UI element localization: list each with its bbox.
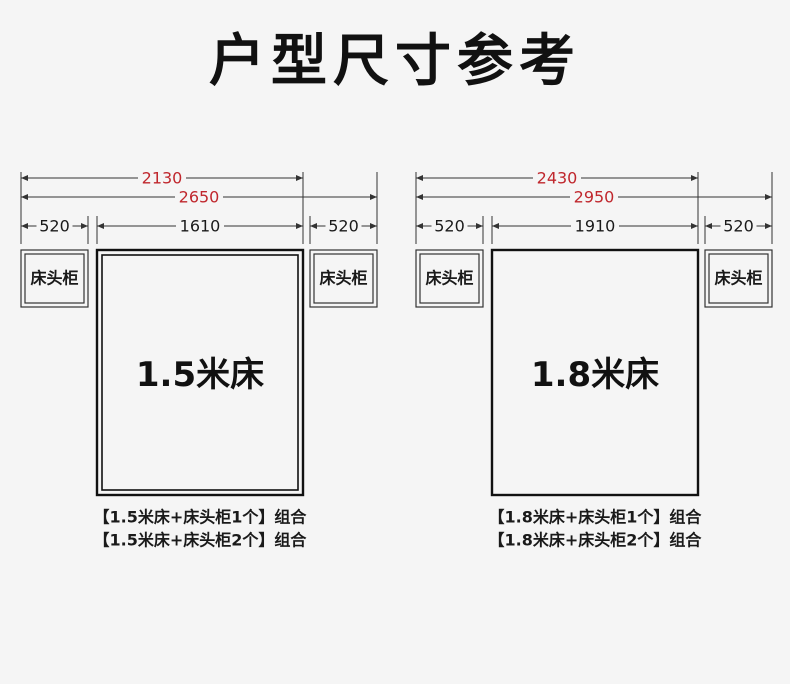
bed-label: 1.8米床 xyxy=(531,355,659,395)
nightstand-left-inner xyxy=(24,253,85,304)
combo-label-one-cabinet: 【1.8米床+床头柜1个】组合 xyxy=(489,508,703,527)
dim-left-cabinet-arrow-left xyxy=(21,223,28,229)
dim-left-cabinet-arrow-right xyxy=(81,223,88,229)
nightstand-left-inner xyxy=(419,253,480,304)
bed-outer xyxy=(95,248,305,497)
dim-bed-width-arrow-left xyxy=(492,223,499,229)
nightstand-right-label: 床头柜 xyxy=(714,269,762,288)
combo-label-one-cabinet: 【1.5米床+床头柜1个】组合 xyxy=(94,508,308,527)
nightstand-left-label: 床头柜 xyxy=(30,269,78,288)
dim-total-two-cabinets-arrow-left xyxy=(416,194,423,200)
nightstand-right-inner xyxy=(313,253,374,304)
dim-total-one-cabinet-label: 2430 xyxy=(537,169,578,188)
dim-total-two-cabinets-label: 2650 xyxy=(179,188,220,207)
dim-bed-width-arrow-left xyxy=(97,223,104,229)
dim-total-one-cabinet-label: 2130 xyxy=(142,169,183,188)
bed-label: 1.5米床 xyxy=(136,355,264,395)
dim-right-cabinet-arrow-right xyxy=(765,223,772,229)
nightstand-right-inner xyxy=(708,253,769,304)
nightstand-right-label: 床头柜 xyxy=(319,269,367,288)
bed-inner xyxy=(101,254,299,491)
dim-left-cabinet-arrow-left xyxy=(416,223,423,229)
dim-bed-width-label: 1610 xyxy=(180,217,221,236)
dim-bed-width-label: 1910 xyxy=(575,217,616,236)
nightstand-right-outer xyxy=(704,249,773,308)
dim-total-one-cabinet-arrow-left xyxy=(416,175,423,181)
dim-right-cabinet-arrow-left xyxy=(705,223,712,229)
page-title: 户型尺寸参考 xyxy=(209,29,581,94)
dim-total-one-cabinet-arrow-right xyxy=(691,175,698,181)
dim-bed-width-arrow-right xyxy=(691,223,698,229)
combo-label-two-cabinets: 【1.5米床+床头柜2个】组合 xyxy=(94,531,308,550)
dim-left-cabinet-arrow-right xyxy=(476,223,483,229)
nightstand-left-outer xyxy=(20,249,89,308)
dim-total-two-cabinets-arrow-right xyxy=(765,194,772,200)
dim-total-two-cabinets-arrow-left xyxy=(21,194,28,200)
nightstand-left-label: 床头柜 xyxy=(425,269,473,288)
dim-total-two-cabinets-arrow-right xyxy=(370,194,377,200)
dim-bed-width-arrow-right xyxy=(296,223,303,229)
dim-right-cabinet-arrow-right xyxy=(370,223,377,229)
dim-total-one-cabinet-arrow-right xyxy=(296,175,303,181)
combo-label-two-cabinets: 【1.8米床+床头柜2个】组合 xyxy=(489,531,703,550)
dim-total-two-cabinets-label: 2950 xyxy=(574,188,615,207)
dim-left-cabinet-label: 520 xyxy=(434,217,465,236)
nightstand-right-outer xyxy=(309,249,378,308)
bed-outer xyxy=(490,248,700,497)
dim-left-cabinet-label: 520 xyxy=(39,217,70,236)
dim-right-cabinet-label: 520 xyxy=(723,217,754,236)
dim-right-cabinet-arrow-left xyxy=(310,223,317,229)
dim-right-cabinet-label: 520 xyxy=(328,217,359,236)
dim-total-one-cabinet-arrow-left xyxy=(21,175,28,181)
nightstand-left-outer xyxy=(415,249,484,308)
